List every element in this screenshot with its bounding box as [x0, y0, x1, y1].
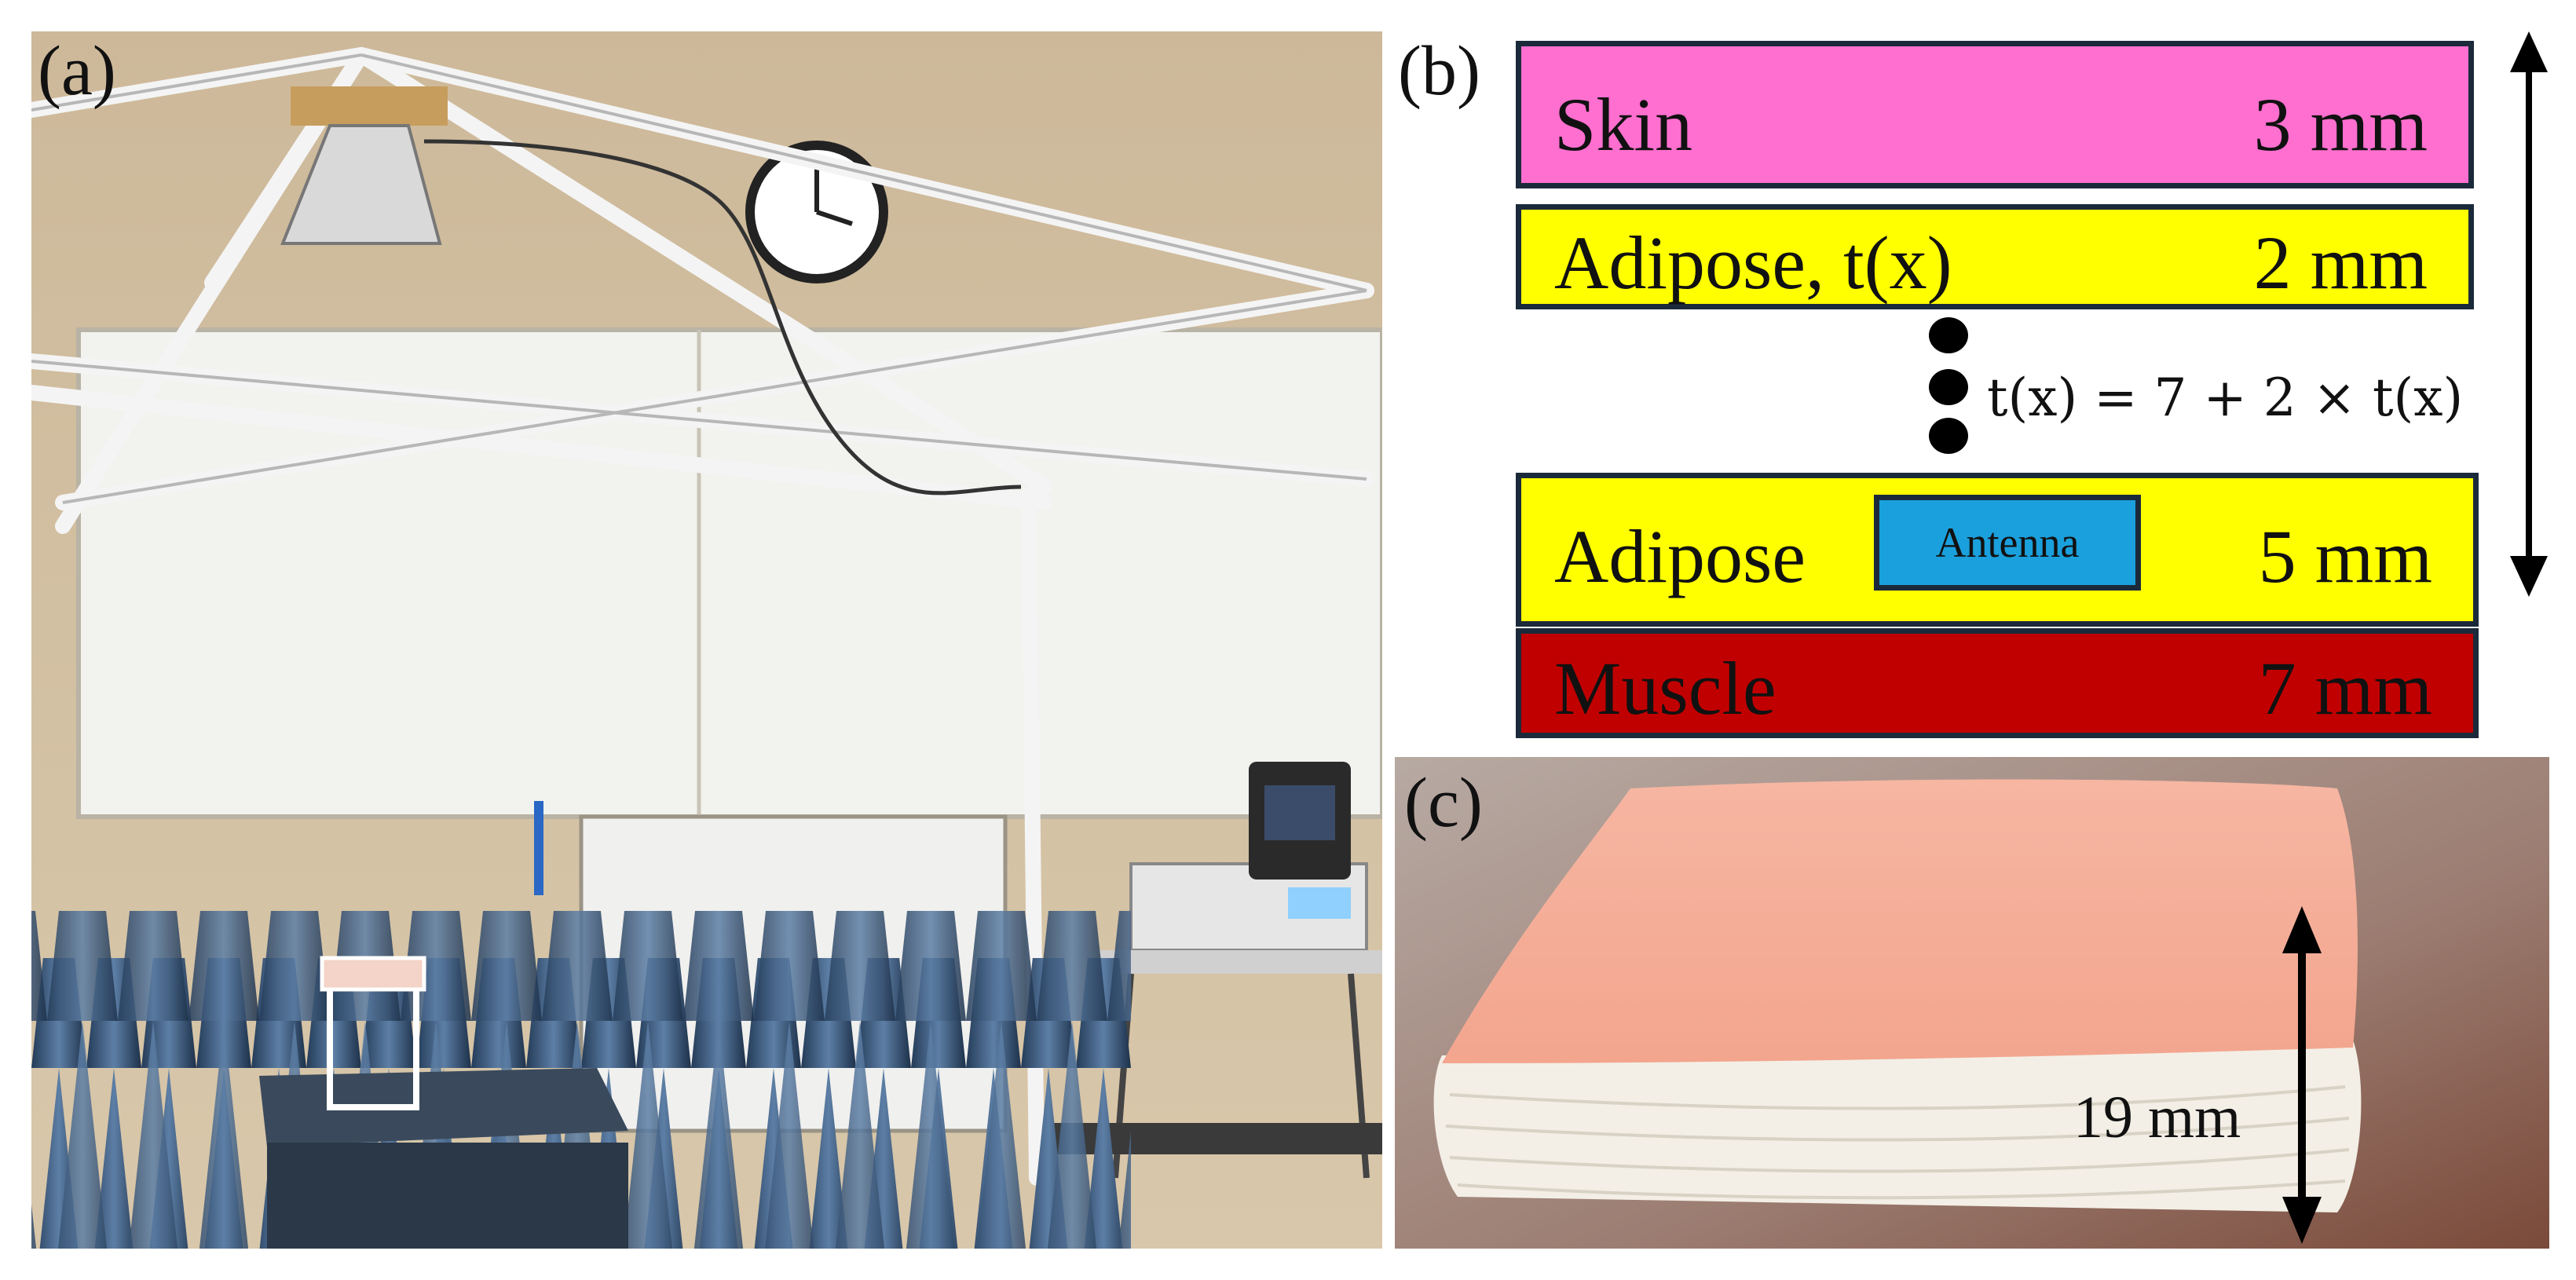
ellipsis-dot [1929, 317, 1968, 353]
panel-label-a: (a) [38, 32, 116, 110]
skin-layer-thickness: 3 mm [2253, 82, 2428, 166]
adipose-layer-name: Adipose [1554, 514, 1806, 598]
panel-label-b: (b) [1398, 32, 1480, 110]
antenna-block: Antenna [1874, 495, 2141, 591]
ellipsis-dot [1929, 418, 1968, 454]
thickness-formula: t(x) = 7 + 2 × t(x) [1987, 368, 2464, 428]
stack-height-arrow [2510, 31, 2548, 597]
antenna-label: Antenna [1935, 519, 2080, 566]
skin-layer: Skin 3 mm [1516, 41, 2474, 188]
panel-label-c: (c) [1404, 764, 1483, 842]
ellipsis-dot [1929, 369, 1968, 405]
phantom-thickness-label: 19 mm [2073, 1084, 2241, 1150]
muscle-layer-name: Muscle [1554, 646, 1776, 730]
muscle-layer: Muscle 7 mm [1516, 628, 2479, 738]
tissue-phantom-photo [1395, 757, 2549, 1249]
adipose-variable-layer-thickness: 2 mm [2253, 221, 2428, 305]
adipose-layer-thickness: 5 mm [2258, 514, 2432, 598]
muscle-layer-thickness: 7 mm [2258, 646, 2432, 730]
anechoic-lab-photo [31, 31, 1382, 1249]
adipose-variable-layer-name: Adipose, t(x) [1554, 221, 1952, 305]
adipose-variable-layer: Adipose, t(x) 2 mm [1516, 204, 2474, 309]
skin-layer-name: Skin [1554, 82, 1693, 166]
